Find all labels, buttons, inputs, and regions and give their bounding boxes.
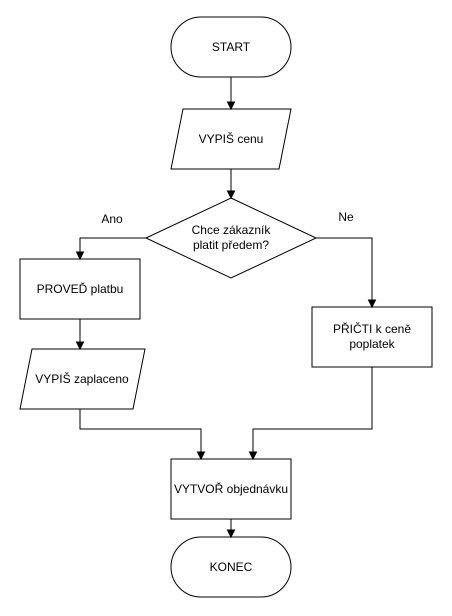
create-order-node: VYTVOŘ objednávku [170, 458, 292, 520]
edge-label-yes: Ano [101, 212, 123, 226]
edge-label-no: Ne [338, 210, 354, 224]
print-price-label: VYPIŠ cenu [199, 131, 264, 146]
arrowhead-icon [196, 451, 206, 461]
edge-create-order-to-end [226, 519, 236, 539]
end-label: KONEC [210, 560, 253, 574]
edge-pay-to-print-paid [75, 319, 85, 351]
edge-start-to-print-price [226, 77, 236, 111]
create-order-label: VYTVOŘ objednávku [174, 481, 288, 496]
arrowhead-icon [226, 529, 236, 539]
arrowhead-icon [248, 451, 258, 461]
edge-print-paid-to-create-order [79, 409, 206, 461]
print-paid-label: VYPIŠ zaplaceno [35, 371, 129, 386]
decision-label-line1: Chce zákazník [192, 223, 272, 237]
decision-label-line2: platit předem? [193, 238, 269, 252]
arrowhead-icon [75, 251, 85, 261]
print-price-node: VYPIŠ cenu [170, 108, 292, 170]
start-node: START [170, 16, 292, 78]
add-fee-label-line2: poplatek [349, 337, 395, 351]
arrowhead-icon [226, 101, 236, 111]
edge-print-price-to-decision [226, 169, 236, 200]
arrowhead-icon [226, 190, 236, 200]
add-fee-node: PŘIČTI k ceně poplatek [311, 306, 433, 368]
print-paid-node: VYPIŠ zaplaceno [19, 348, 146, 410]
edge-decision-yes [75, 237, 146, 261]
add-fee-label-line1: PŘIČTI k ceně [333, 321, 411, 336]
arrowhead-icon [75, 341, 85, 351]
start-label: START [212, 40, 251, 54]
edge-add-fee-to-create-order [248, 367, 373, 461]
arrowhead-icon [367, 299, 377, 309]
edge-decision-no [316, 237, 377, 309]
decision-node: Chce zákazník platit předem? [144, 197, 318, 279]
end-node: KONEC [170, 536, 292, 598]
pay-node: PROVEĎ platbu [19, 258, 141, 320]
pay-label: PROVEĎ platbu [37, 281, 124, 296]
